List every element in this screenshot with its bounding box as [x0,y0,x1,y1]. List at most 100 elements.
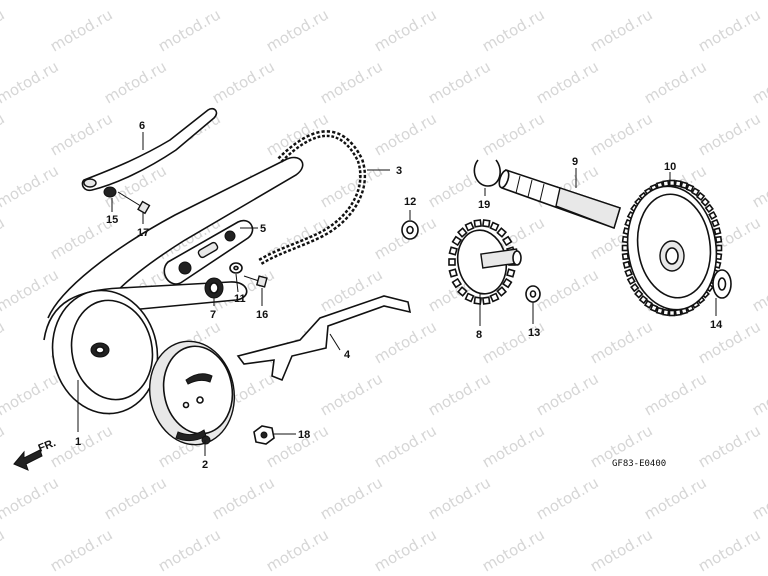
sprocket-tooth [481,296,491,305]
washer-12 [401,220,419,240]
gear-tooth [662,308,670,317]
watermark-text: motod.ru [0,421,8,471]
label-part-8: 8 [476,329,482,341]
gear-tooth [622,260,631,269]
watermark-text: motod.ru [317,57,386,107]
watermark-text: motod.ru [371,525,440,575]
watermark-text: motod.ru [479,317,548,367]
chain-tensioner [163,219,254,285]
gear-tooth [700,197,710,207]
label-part-14: 14 [710,319,723,331]
watermark-text: motod.ru [317,0,386,3]
gear-tooth [715,244,723,252]
label-part-15: 15 [106,214,118,226]
label-part-7: 7 [210,309,216,321]
watermark-text: motod.ru [263,5,332,55]
watermark-text: motod.ru [641,369,710,419]
watermark-text: motod.ru [0,161,62,211]
watermark-text: motod.ru [533,57,602,107]
label-part-16: 16 [256,309,268,321]
watermark-text: motod.ru [317,473,386,523]
gear-tooth [634,289,644,299]
watermark-text: motod.ru [0,0,62,3]
watermark-text: motod.ru [587,109,656,159]
sprocket-tooth [489,221,500,232]
watermark-text: motod.ru [0,213,8,263]
watermark-text: motod.ru [0,317,8,367]
label-part-1: 1 [75,436,81,448]
label-part-4: 4 [344,349,351,361]
watermark-text: motod.ru [0,473,62,523]
watermark-text: motod.ru [101,57,170,107]
sprocket-tooth [448,258,456,266]
sprocket-tooth [496,227,508,238]
sprocket-tooth [506,268,516,278]
washer-13 [525,285,541,303]
watermark-text: motod.ru [0,57,62,107]
watermark-text: motod.ru [47,109,116,159]
watermark-text: motod.ru [587,317,656,367]
watermark-text: motod.ru [425,369,494,419]
gear-tooth [695,191,706,202]
watermark-text: motod.ru [695,5,764,55]
label-part-12: 12 [404,196,416,208]
label-part-9: 9 [572,156,578,168]
label-part-11: 11 [234,293,246,305]
watermark-text: motod.ru [155,525,224,575]
gear-tooth [626,275,636,286]
watermark-text: motod.ru [479,5,548,55]
watermark-text: motod.ru [47,525,116,575]
watermark-text: motod.ru [533,0,602,3]
watermark-text: motod.ru [641,0,710,3]
watermark-text: motod.ru [695,525,764,575]
watermark-text: motod.ru [317,369,386,419]
gear-tooth [711,218,720,228]
circlip-19 [473,159,501,187]
sprocket-tooth [481,219,491,228]
sprocket-tooth [464,221,475,232]
gear-tooth [621,252,630,261]
gear-10 [621,179,723,317]
watermark-text: motod.ru [209,473,278,523]
watermark-text: motod.ru [371,213,440,263]
label-part-18: 18 [298,429,310,441]
gear-tooth [621,244,629,252]
watermark-text: motod.ru [0,265,62,315]
sprocket-tooth [448,268,458,278]
label-part-19: 19 [478,199,490,211]
watermark-text: motod.ru [371,5,440,55]
label-part-6: 6 [139,120,145,132]
watermark-text: motod.ru [425,57,494,107]
watermark-text: motod.ru [479,109,548,159]
chain-slider [81,107,218,192]
watermark-text: motod.ru [155,5,224,55]
watermark-text: motod.ru [425,0,494,3]
sprocket-8 [448,219,522,305]
drive-chain [258,130,367,266]
gear-tooth [685,183,695,193]
watermark-text: motod.ru [101,473,170,523]
label-part-10: 10 [664,161,676,173]
gear-tooth [704,203,714,214]
gear-tooth [630,282,640,293]
sprocket-tooth [501,277,513,289]
label-part-2: 2 [202,459,208,471]
sprocket-tooth [456,286,468,297]
watermark-text: motod.ru [587,5,656,55]
bracket-4 [236,295,412,382]
gear-tooth [713,227,722,236]
watermark-text: motod.ru [371,109,440,159]
watermark-text: motod.ru [47,421,116,471]
watermark-text: motod.ru [641,57,710,107]
watermark-text: motod.ru [749,265,768,315]
bolt-17 [117,191,151,215]
watermark-text: motod.ru [479,525,548,575]
gear-tooth [649,303,659,313]
clutch-assembly [148,340,236,446]
watermark-text: motod.ru [749,369,768,419]
front-arrow-icon [13,449,43,471]
watermark-text: motod.ru [0,525,8,575]
gear-tooth [674,179,682,188]
gear-tooth [638,294,649,305]
